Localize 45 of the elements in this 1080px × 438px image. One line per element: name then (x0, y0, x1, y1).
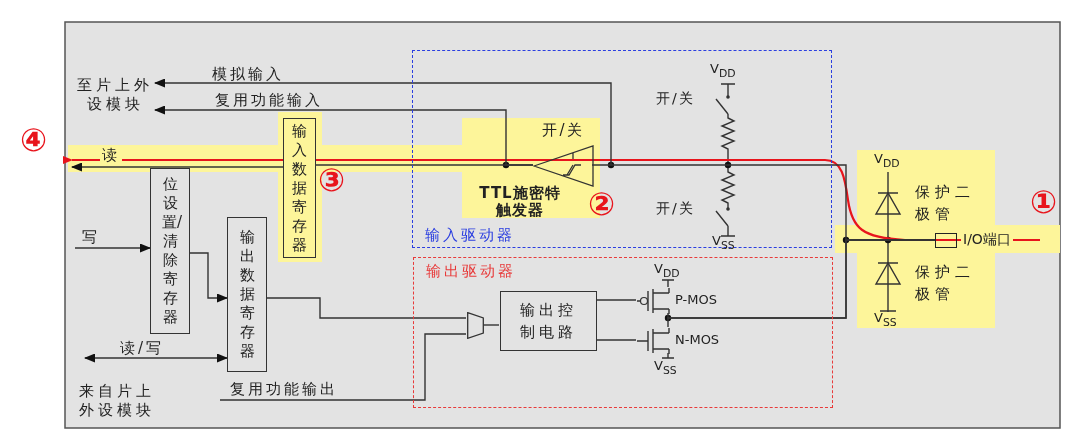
voltage-label: V$_{SS}$ (874, 311, 897, 330)
transistor-label: N-MOS (675, 332, 720, 347)
voltage-label: V$_{DD}$ (710, 62, 736, 81)
arrow (84, 353, 228, 363)
connector-line (219, 333, 467, 401)
transistor (637, 328, 717, 354)
register-box: 输入数据寄存器 (283, 118, 316, 258)
arrow (154, 78, 612, 166)
voltage-label: V$_{SS}$ (654, 359, 677, 378)
transistor (637, 288, 717, 314)
connector-line (595, 339, 637, 341)
voltage-label: V$_{DD}$ (654, 262, 680, 281)
module-label: 至片上外设模块 (75, 76, 155, 118)
module-label: 来自片上外设模块 (78, 382, 156, 420)
circled-number: ③ (318, 164, 346, 196)
circled-number: ④ (20, 124, 48, 156)
region-title: 输出驱动器 (426, 262, 516, 281)
connector-line (482, 324, 500, 326)
switch-label: 开/关 (656, 90, 695, 108)
diode-label: 保护二极管 (915, 262, 976, 305)
circled-number: ① (1030, 186, 1058, 218)
pin-square (935, 233, 957, 248)
arrow (74, 243, 151, 253)
connector-line (266, 297, 467, 319)
voltage-label: V$_{DD}$ (874, 152, 900, 171)
trigger-label: 开/关 (541, 121, 585, 140)
driver-region (412, 50, 832, 248)
arrow (71, 162, 284, 172)
connector-line (315, 164, 534, 166)
voltage-label: V$_{SS}$ (712, 234, 735, 253)
process-box: 输出控制电路 (500, 291, 597, 351)
register-box: 位设置/清除寄存器 (150, 168, 190, 334)
region-title: 输入驱动器 (425, 226, 515, 245)
multiplexer-symbol (467, 312, 484, 339)
connector-line (595, 299, 637, 301)
arrow (189, 252, 228, 303)
circled-number: ② (588, 188, 616, 220)
driver-region (413, 257, 833, 408)
pin-label: I/O端口 (961, 231, 1013, 249)
register-box: 输出数据寄存器 (227, 217, 267, 372)
trigger-label: TTL施密特触发器 (478, 185, 562, 219)
diode-label: 保护二极管 (915, 182, 976, 225)
transistor-label: P-MOS (675, 292, 717, 307)
edge-label: 读 (100, 147, 122, 163)
switch-label: 开/关 (656, 200, 695, 218)
